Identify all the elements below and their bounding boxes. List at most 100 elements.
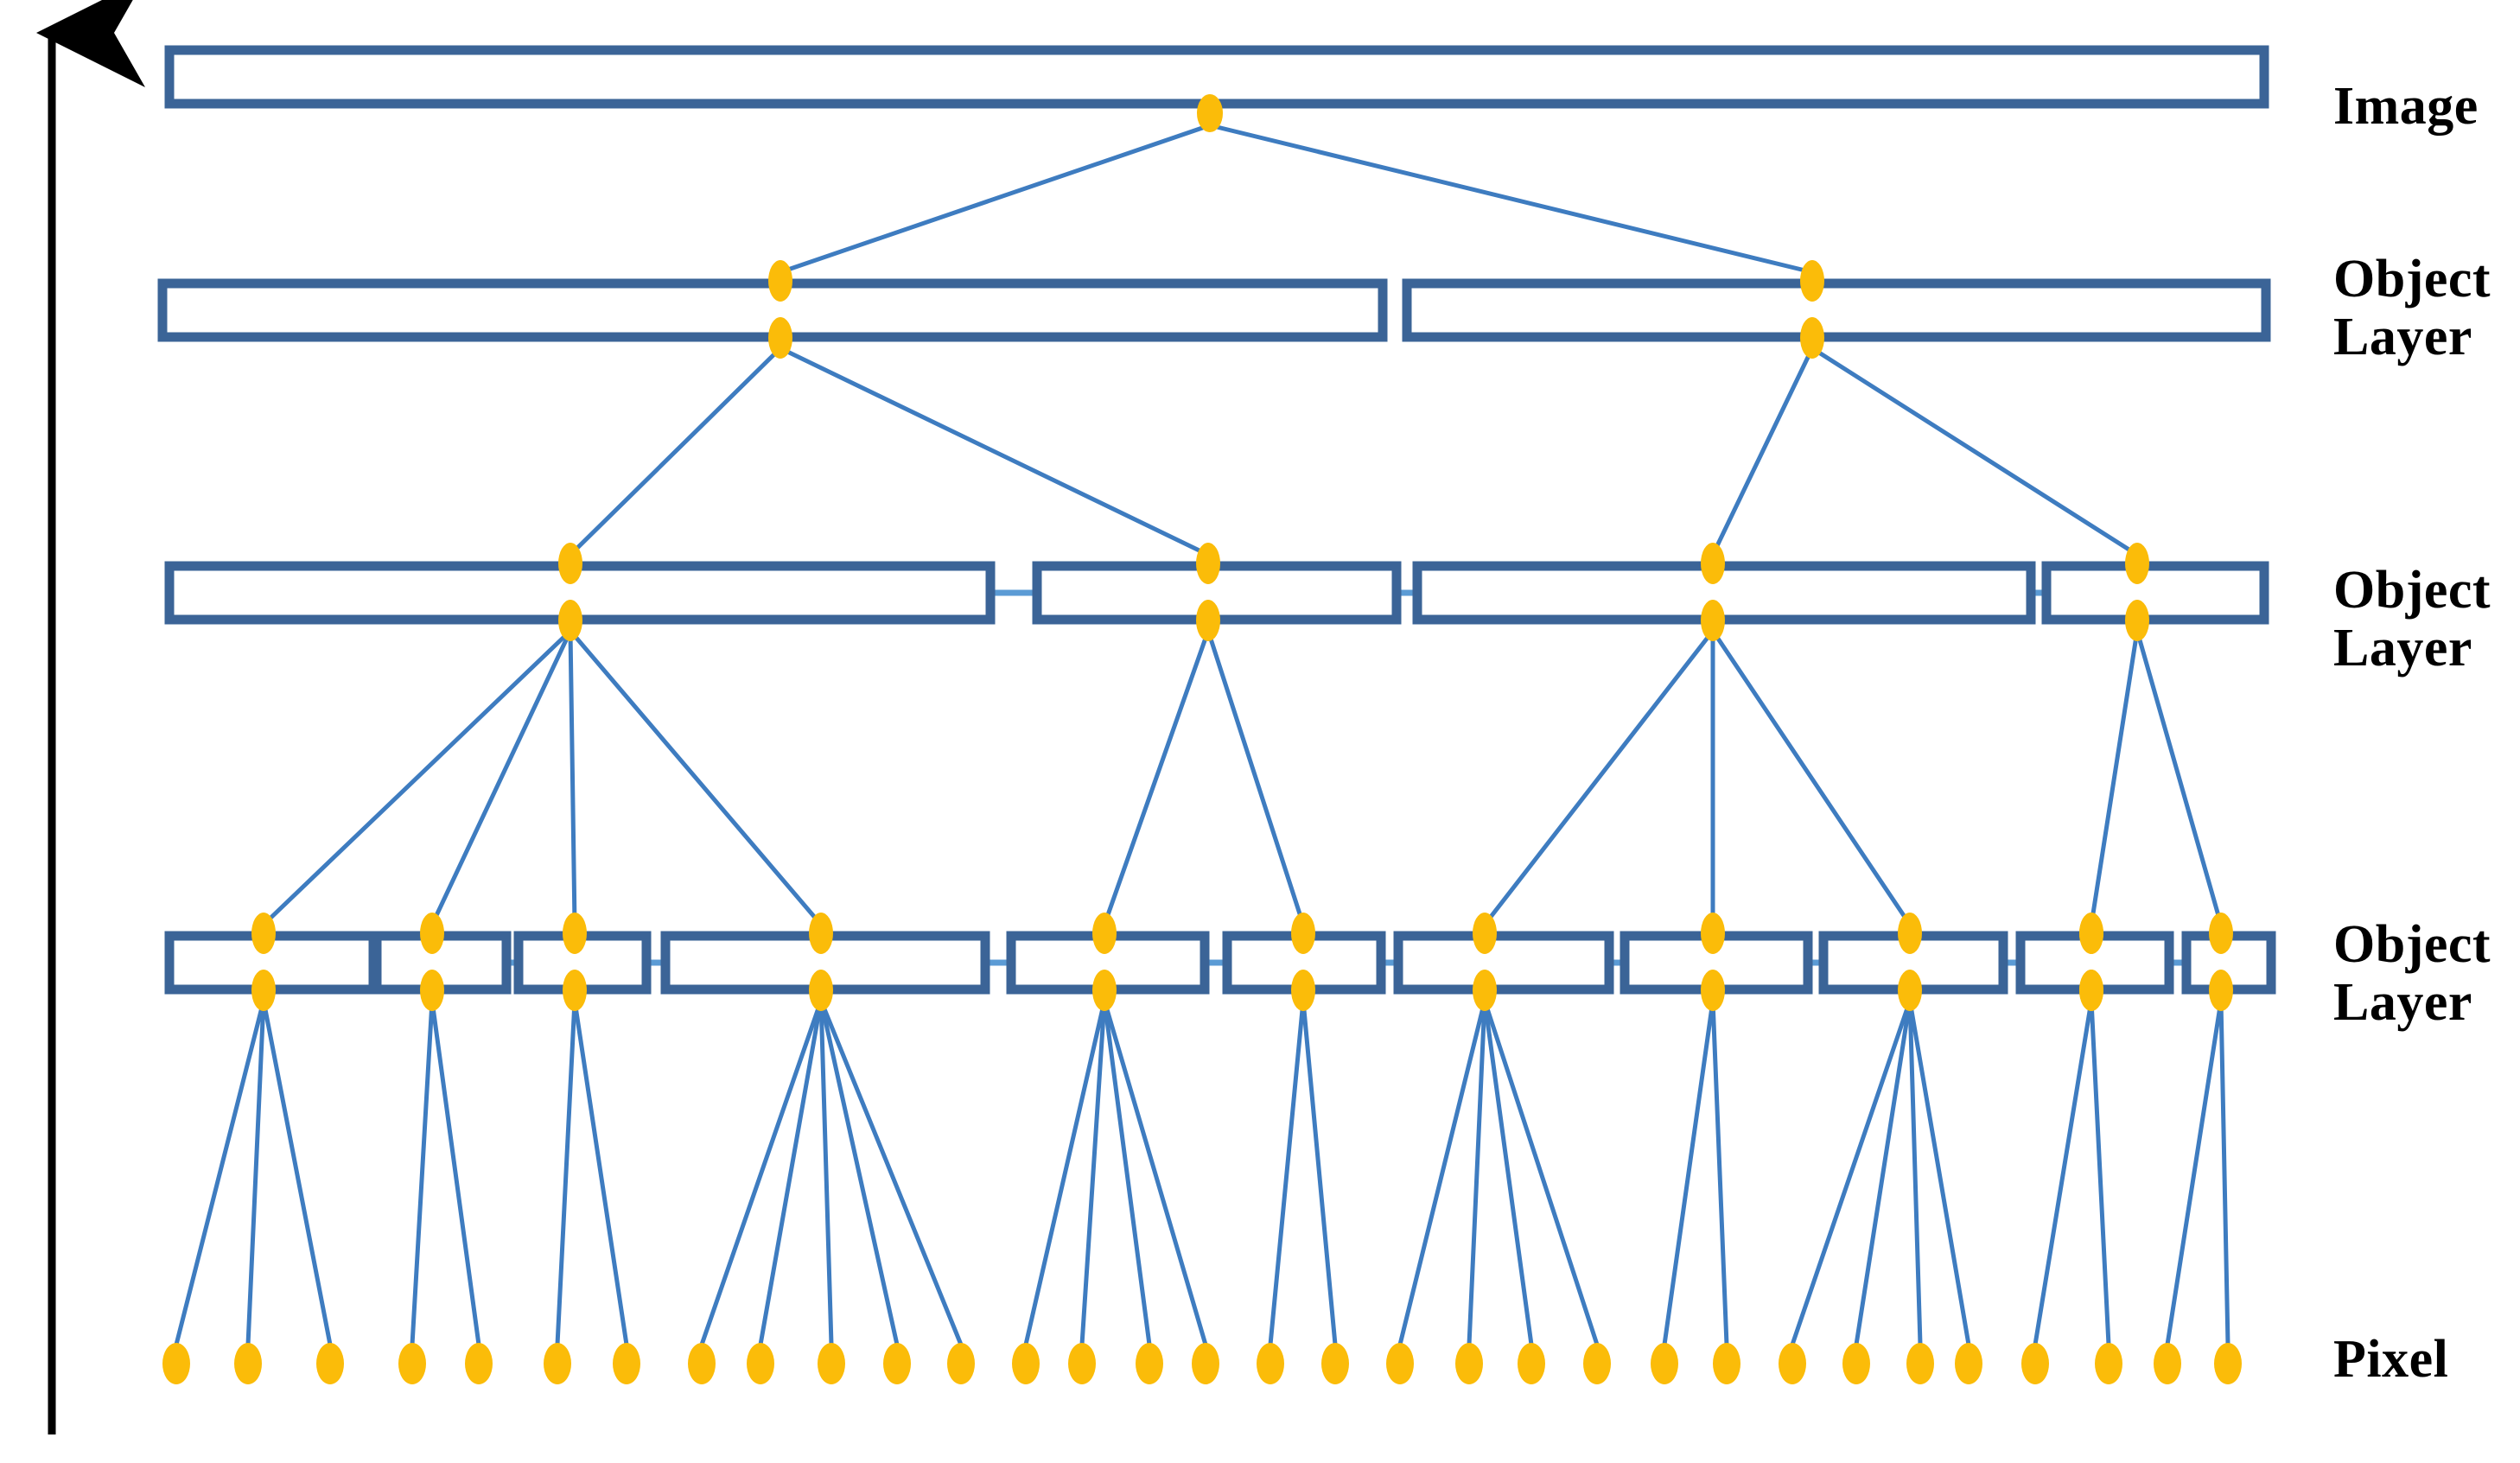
connector-group [328, 589, 2212, 966]
tree-node-pixel [2095, 1343, 2122, 1384]
tree-edge [1206, 628, 1306, 927]
tree-node-pixel [1779, 1343, 1806, 1384]
tree-edge [261, 998, 333, 1347]
tree-edge [758, 998, 824, 1347]
tree-node-object-1 [768, 317, 792, 359]
tree-edge [1079, 998, 1107, 1347]
tree-edge [1268, 998, 1306, 1347]
tree-node-object-3 [809, 970, 833, 1011]
tree-node-pixel [2214, 1343, 2242, 1384]
tree-edge [818, 998, 900, 1347]
tree-edge [2033, 998, 2094, 1347]
tree-edge [1907, 998, 1923, 1347]
tree-edge [1207, 123, 1815, 275]
tree-node-pixel [316, 1343, 344, 1384]
tree-node-object-2 [1196, 600, 1220, 641]
box-group [157, 45, 2276, 995]
tree-node-object-3 [1898, 970, 1922, 1011]
tree-node-pixel [1651, 1343, 1678, 1384]
tree-edge [1710, 346, 1815, 557]
tree-node-pixel [1713, 1343, 1740, 1384]
tree-node-object-3 [1701, 970, 1725, 1011]
tree-node-object-3 [809, 913, 833, 954]
tree-node-object-3 [1092, 970, 1117, 1011]
tree-edge [2089, 628, 2140, 927]
tree-edge [410, 998, 435, 1347]
tree-node-pixel [1518, 1343, 1545, 1384]
tree-edge [430, 998, 481, 1347]
tree-edge [2165, 998, 2224, 1347]
tree-edge [430, 628, 573, 927]
tree-edge [2218, 998, 2230, 1347]
tree-node-object-1 [768, 260, 792, 302]
tree-edge [572, 998, 629, 1347]
tree-edge [1482, 628, 1715, 927]
tree-node-object-2 [1701, 600, 1725, 641]
tree-edge [1907, 998, 1971, 1347]
tree-node-object-2 [558, 543, 582, 584]
tree-node-object-3 [1473, 913, 1497, 954]
tree-edge [1102, 998, 1152, 1347]
tree-node-image [1197, 94, 1223, 132]
tree-edge [2135, 628, 2224, 927]
tree-node-object-3 [1701, 913, 1725, 954]
tree-node-pixel [1455, 1343, 1483, 1384]
object-box [164, 45, 2269, 109]
tree-edge [245, 998, 266, 1347]
tree-edge [568, 628, 577, 927]
tree-edge [1810, 346, 2140, 557]
tree-edge [1662, 998, 1715, 1347]
tree-node-pixel [465, 1343, 493, 1384]
tree-edge [778, 123, 1212, 275]
tree-node-pixel [688, 1343, 716, 1384]
tree-node-pixel [544, 1343, 571, 1384]
tree-node-object-3 [1291, 913, 1315, 954]
tree-edge [1397, 998, 1487, 1347]
tree-edge [1102, 998, 1208, 1347]
tree-node-object-3 [2209, 970, 2233, 1011]
tree-node-pixel [398, 1343, 426, 1384]
layer-label-object-layer-1: Object Layer [2333, 250, 2491, 366]
tree-node-pixel [613, 1343, 640, 1384]
tree-edge [555, 998, 577, 1347]
tree-node-pixel [1955, 1343, 1982, 1384]
tree-node-pixel [947, 1343, 975, 1384]
tree-edge [1710, 628, 1912, 927]
tree-node-object-1 [1800, 317, 1824, 359]
tree-edge [1467, 998, 1487, 1347]
tree-node-object-3 [1291, 970, 1315, 1011]
tree-edge [1854, 998, 1912, 1347]
tree-node-pixel [1906, 1343, 1934, 1384]
tree-edge [818, 998, 834, 1347]
tree-node-object-3 [420, 913, 444, 954]
tree-edge [568, 628, 824, 927]
tree-node-pixel [1842, 1343, 1870, 1384]
tree-edge [1482, 998, 1534, 1347]
object-box [2041, 561, 2269, 625]
tree-node-object-2 [2125, 543, 2149, 584]
tree-node-pixel [1583, 1343, 1611, 1384]
tree-node-object-3 [563, 970, 587, 1011]
tree-node-object-3 [563, 913, 587, 954]
tree-node-object-1 [1800, 260, 1824, 302]
tree-node-pixel [2154, 1343, 2181, 1384]
tree-node-object-2 [1701, 543, 1725, 584]
tree-edge [2089, 998, 2111, 1347]
tree-node-pixel [1012, 1343, 1040, 1384]
tree-node-object-3 [251, 970, 276, 1011]
tree-node-object-2 [2125, 600, 2149, 641]
tree-node-pixel [162, 1343, 190, 1384]
tree-node-object-3 [2209, 913, 2233, 954]
tree-node-object-3 [2079, 913, 2103, 954]
layer-label-pixel: Pixel [2333, 1330, 2449, 1389]
node-group [162, 94, 2242, 1384]
tree-node-pixel [1068, 1343, 1096, 1384]
tree-edge [1023, 998, 1107, 1347]
tree-node-object-2 [1196, 543, 1220, 584]
tree-edge [568, 346, 783, 557]
tree-node-object-3 [251, 913, 276, 954]
tree-node-object-2 [558, 600, 582, 641]
object-box [1412, 561, 2036, 625]
